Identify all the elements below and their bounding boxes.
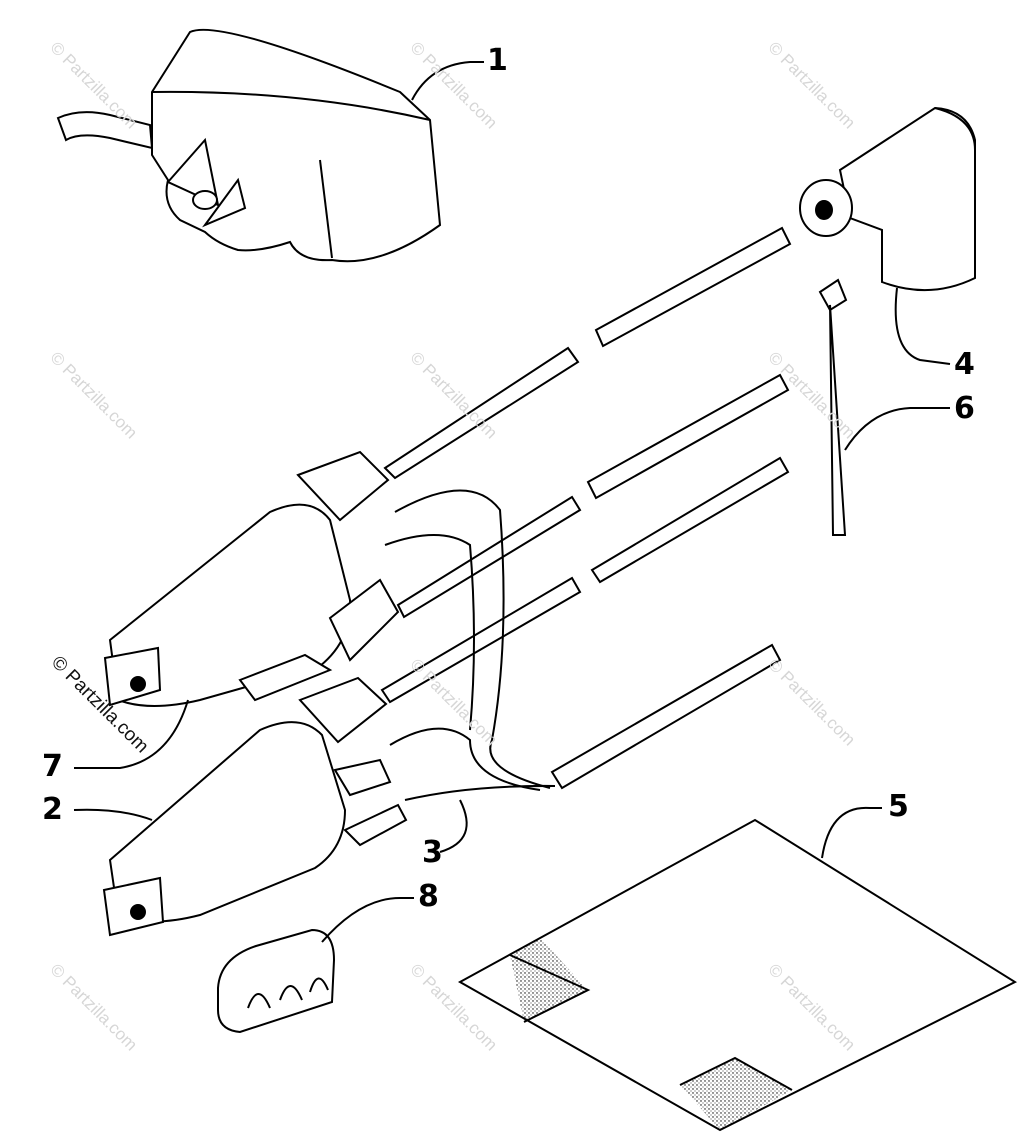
- callout-1: 1: [487, 43, 508, 78]
- part-3-ground-wire: [384, 489, 556, 801]
- plug-wires: [380, 226, 792, 790]
- part-8-separator: [217, 928, 336, 1034]
- part-4-plug-boot: [799, 106, 976, 291]
- callout-4: 4: [954, 347, 975, 382]
- part-1-module: [56, 28, 442, 263]
- callout-8: 8: [418, 879, 439, 914]
- callout-2: 2: [42, 792, 63, 827]
- part-7-coil: [103, 450, 400, 707]
- callout-6: 6: [954, 391, 975, 426]
- part-5-decal-sheet: [457, 818, 1018, 1132]
- part-2-coil: [102, 676, 408, 937]
- part-6-cable-tie: [818, 278, 848, 536]
- callout-3: 3: [422, 835, 443, 870]
- callout-5: 5: [888, 789, 909, 824]
- callout-7: 7: [42, 749, 63, 784]
- leader-lines: [73, 61, 951, 943]
